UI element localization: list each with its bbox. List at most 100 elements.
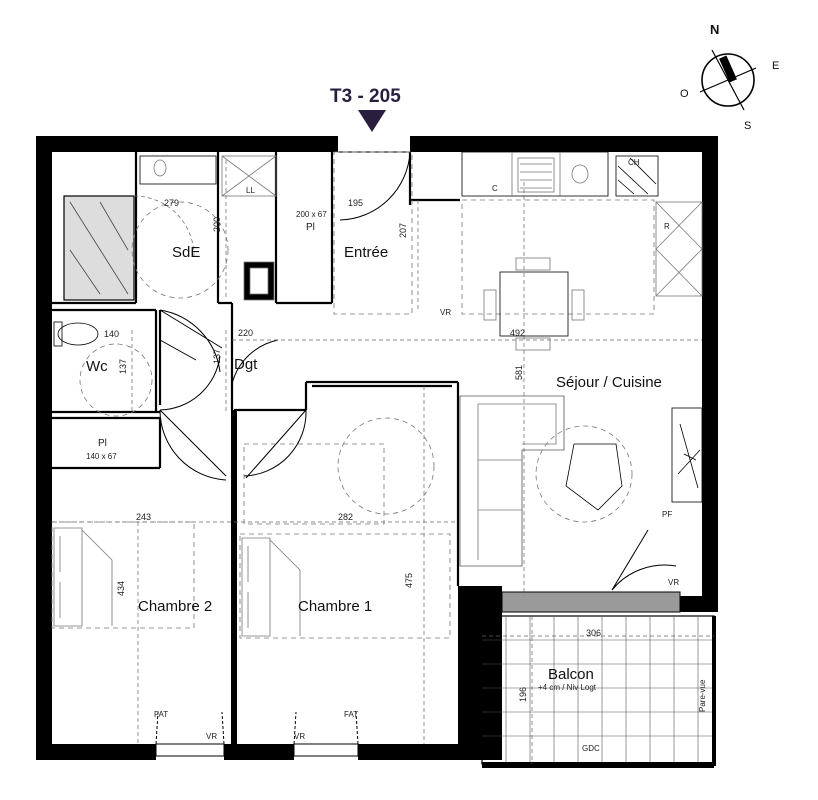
balcony-railing <box>482 762 714 768</box>
bedroom-windows <box>155 711 359 757</box>
compass-north-bar <box>719 55 737 83</box>
kitchen-zone <box>461 199 655 315</box>
bed-chambre1 <box>239 533 451 639</box>
ll-label: LL <box>246 186 255 195</box>
sejour-turning-circle <box>535 425 633 523</box>
dim-475: 475 <box>404 572 414 588</box>
sofa <box>459 395 565 567</box>
sde-turning-circle <box>131 201 229 299</box>
wall-bottom-right <box>358 744 458 760</box>
wall-pl1 <box>216 152 334 305</box>
balcon-level-note: +4 cm / Niv Logt <box>538 683 597 692</box>
dim-137-wc: 137 <box>118 358 128 374</box>
shower-hatch <box>69 201 129 295</box>
vr-label-ch1: VR <box>294 732 306 741</box>
window-swing-ch2 <box>155 711 225 745</box>
wall-dgt <box>234 380 460 586</box>
room-label-wc: Wc <box>86 358 108 375</box>
hob-lines <box>520 163 552 189</box>
tv-symbol <box>677 423 701 489</box>
fat-label-ch2: FAT <box>154 710 169 719</box>
dim-279: 279 <box>164 198 180 208</box>
window-chambre1 <box>293 743 359 757</box>
gdc-label: GDC <box>582 744 600 753</box>
chair-right <box>571 289 585 321</box>
bed-chambre2 <box>51 521 195 629</box>
room-label-sejour: Séjour / Cuisine <box>556 374 662 391</box>
wall-bottom-left <box>36 744 156 760</box>
pare-vue-bar <box>712 616 716 766</box>
dim-581: 581 <box>514 364 524 380</box>
sejour-window <box>501 591 681 613</box>
fridge-cross <box>655 201 703 297</box>
dim-306: 306 <box>586 628 602 638</box>
dim-137-dgt: 137 <box>212 348 222 364</box>
dim-282: 282 <box>338 512 354 522</box>
closet-label-pl2: Pl <box>98 438 107 449</box>
dim-200: 200 <box>212 216 222 232</box>
room-label-chambre2: Chambre 2 <box>138 598 213 615</box>
closet-size-pl2: 140 x 67 <box>86 452 117 461</box>
compass-west-label: O <box>680 88 689 100</box>
coffee-table <box>565 443 623 511</box>
kitchen-counter <box>461 151 609 197</box>
door-sejour <box>231 339 279 385</box>
chair-top <box>515 257 551 271</box>
washing-machine <box>221 155 277 197</box>
title-arrow <box>358 110 386 132</box>
apartment-title: T3 - 205 <box>330 86 401 107</box>
vr-label-sejour: VR <box>668 578 680 587</box>
bed-head-ch1 <box>241 537 271 637</box>
wall-top-right <box>410 136 718 152</box>
kitchen-modules <box>511 152 561 196</box>
dim-243: 243 <box>136 512 152 522</box>
wall-balcon-side <box>458 596 482 616</box>
entree-wardrobe <box>333 151 413 315</box>
chair-bottom <box>515 337 551 351</box>
door-sde <box>159 309 223 373</box>
heater-ch-hatch <box>617 157 657 195</box>
dim-195: 195 <box>348 198 364 208</box>
ch1-turning-circle <box>337 417 435 515</box>
c-label: C <box>492 184 498 193</box>
toilet-tank <box>53 321 63 347</box>
wardrobe-ch1 <box>243 443 385 525</box>
fridge-unit <box>655 201 703 297</box>
room-label-dgt: Dgt <box>234 356 258 373</box>
bed-pillow-ch1 <box>269 539 301 636</box>
vr-label-entree: VR <box>440 308 452 317</box>
dim-434: 434 <box>116 580 126 596</box>
vr-label-ch2: VR <box>206 732 218 741</box>
compass-circle <box>701 53 755 107</box>
balcony <box>481 591 716 768</box>
window-swing-ch1 <box>293 711 359 745</box>
balcony-grid <box>482 616 714 764</box>
heater-ch <box>615 155 659 197</box>
sink-unit <box>139 155 217 185</box>
door-chambre2 <box>159 409 227 481</box>
pare-vue-label: Pare-vue <box>698 679 707 712</box>
ch-label: CH <box>628 158 640 167</box>
window-chambre2 <box>155 743 225 757</box>
closet-label-pl1: Pl <box>306 222 315 233</box>
compass-south-label: S <box>744 120 752 132</box>
dim-492: 492 <box>510 328 526 338</box>
compass-north-label: N <box>710 22 720 37</box>
wc-turning-circle <box>79 343 153 417</box>
toilet-bowl <box>57 322 99 346</box>
compass-east-label: E <box>772 60 780 72</box>
balcony-floor <box>481 615 715 765</box>
door-entree <box>338 151 411 221</box>
wall-right-corner <box>680 596 718 612</box>
bed-pillow-ch2 <box>81 529 113 626</box>
room-label-sde: SdE <box>172 244 201 261</box>
room-label-chambre1: Chambre 1 <box>298 598 373 615</box>
sink-basin <box>153 159 167 177</box>
interior-walls <box>52 152 460 744</box>
bed-head-ch2 <box>53 527 83 627</box>
wall-bottom-mid <box>224 744 294 760</box>
furniture <box>51 151 703 639</box>
closet-size-pl1: 200 x 67 <box>296 210 327 219</box>
wall-sde-dgt <box>158 303 234 410</box>
